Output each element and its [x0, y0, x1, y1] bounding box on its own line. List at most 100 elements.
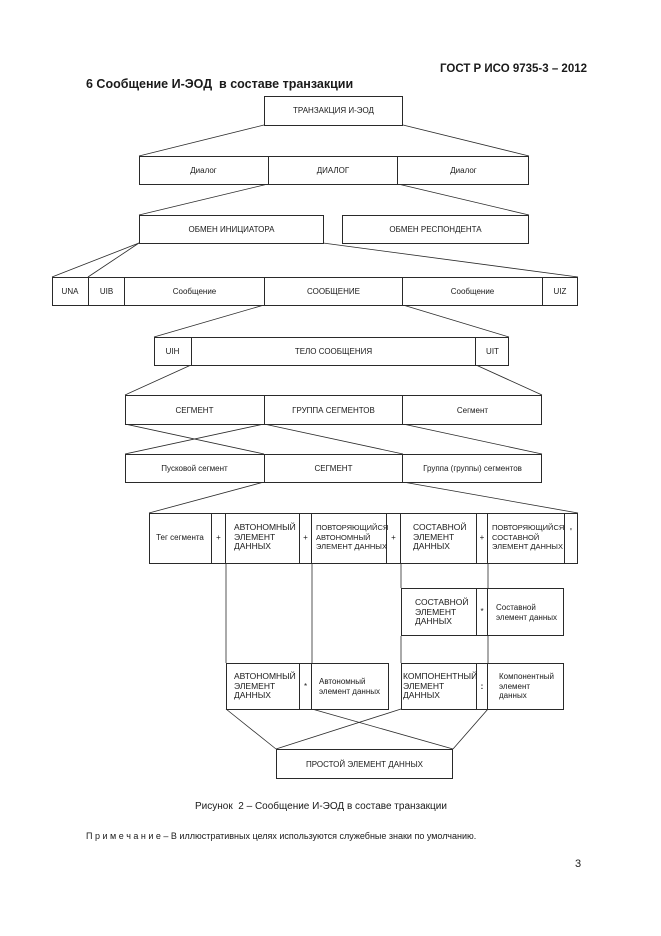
- segment-group-label: ГРУППА СЕГМЕНТОВ: [292, 406, 375, 415]
- repeating-auto-line-1: ПОВТОРЯЮЩИЙСЯ: [316, 523, 389, 532]
- auto-small-line-1: Автономный: [319, 677, 366, 686]
- auto-element-2-label: АВТОНОМНЫЙ ЭЛЕМЕНТ ДАННЫХ: [234, 671, 296, 701]
- auto-element-2-line-2: ЭЛЕМЕНТ: [234, 680, 276, 691]
- start-segment-label: Пусковой сегмент: [161, 464, 228, 473]
- composite-element-2-line-3: ДАННЫХ: [415, 616, 452, 626]
- repeating-composite-line-1: ПОВТОРЯЮЩИЙСЯ: [492, 523, 565, 532]
- auto-element-label: АВТОНОМНЫЙ ЭЛЕМЕНТ ДАННЫХ: [234, 522, 296, 552]
- auto-small-label: Автономный элемент данных: [319, 677, 380, 696]
- colon-sign: :: [480, 682, 484, 691]
- component-element-line-3: ДАННЫХ: [403, 690, 440, 700]
- segment-main-label: СЕГМЕНТ: [314, 464, 353, 473]
- standard-number: ГОСТ Р ИСО 9735-3 – 2012: [440, 63, 588, 75]
- component-element-line-2: ЭЛЕМЕНТ: [403, 680, 445, 691]
- section-title: 6 Сообщение И-ЭОД в составе транзакции: [86, 77, 354, 91]
- composite-element-line-1: СОСТАВНОЙ: [413, 522, 467, 532]
- elements-row: [149, 513, 578, 564]
- el-divider-2: [299, 513, 312, 564]
- plus-sign-3: +: [391, 533, 396, 542]
- auto-element-line-2: ЭЛЕМЕНТ: [234, 531, 276, 542]
- component-small-line-1: Компонентный: [499, 672, 554, 681]
- el-divider-4: [476, 513, 488, 564]
- simple-element-box: ПРОСТОЙ ЭЛЕМЕНТ ДАННЫХ: [276, 749, 453, 779]
- uih-label: UIH: [165, 347, 180, 356]
- composite-element-2-line-2: ЭЛЕМЕНТ: [415, 606, 457, 617]
- star-sign-1: *: [480, 607, 484, 616]
- uiz-divider: [542, 277, 578, 306]
- composite-small-line-1: Составной: [496, 603, 536, 612]
- repeating-auto-line-3: ЭЛЕМЕНТ ДАННЫХ: [316, 542, 387, 551]
- exchange-initiator-box: ОБМЕН ИНИЦИАТОРА: [139, 215, 324, 244]
- message-body-label: ТЕЛО СООБЩЕНИЯ: [294, 347, 373, 356]
- component-element-label: КОМПОНЕНТНЫЙ ЭЛЕМЕНТ ДАННЫХ: [403, 671, 478, 701]
- dialog-right-label: Диалог: [450, 166, 477, 175]
- segment-upper-label: СЕГМЕНТ: [175, 406, 214, 415]
- component-divider: [476, 663, 488, 710]
- segment-tag-label: Тег сегмента: [156, 533, 204, 542]
- dialog-main-box: [268, 156, 398, 185]
- message-row: [52, 277, 578, 306]
- message-body-box: [191, 337, 476, 366]
- auto-row: [226, 663, 389, 710]
- segment-main-box: [264, 454, 403, 483]
- simple-element-label: ПРОСТОЙ ЭЛЕМЕНТ ДАННЫХ: [305, 760, 424, 769]
- repeating-auto-line-2: АВТОНОМНЫЙ: [316, 532, 371, 542]
- auto-divider: [299, 663, 312, 710]
- uit-label: UIT: [486, 347, 499, 356]
- composite-element-label: СОСТАВНОЙ ЭЛЕМЕНТ ДАННЫХ: [413, 522, 467, 552]
- una-label: UNA: [61, 287, 79, 296]
- repeating-composite-label: ПОВТОРЯЮЩИЙСЯ СОСТАВНОЙ ЭЛЕМЕНТ ДАННЫХ: [492, 523, 564, 552]
- composite-element-2-line-1: СОСТАВНОЙ: [415, 597, 469, 607]
- el-divider-5: [564, 513, 578, 564]
- segment-group-box: [264, 395, 403, 425]
- exchange-respondent-box: ОБМЕН РЕСПОНДЕНТА: [342, 215, 529, 244]
- transaction-label: ТРАНЗАКЦИЯ И-ЭОД: [293, 106, 374, 115]
- composite-element-line-2: ЭЛЕМЕНТ: [413, 531, 455, 542]
- repeating-composite-line-3: ЭЛЕМЕНТ ДАННЫХ: [492, 542, 563, 551]
- note-text: – В иллюстративных целях используются сл…: [160, 831, 477, 841]
- uiz-label: UIZ: [553, 287, 567, 296]
- repeating-auto-label: ПОВТОРЯЮЩИЙСЯ АВТОНОМНЫЙ ЭЛЕМЕНТ ДАННЫХ: [316, 523, 388, 552]
- composite-small-line-2: элемент данных: [496, 612, 557, 622]
- auto-small-line-2: элемент данных: [319, 686, 380, 696]
- composite-element-2-label: СОСТАВНОЙ ЭЛЕМЕНТ ДАННЫХ: [415, 597, 469, 627]
- segment-lower-row: [125, 454, 542, 483]
- apostrophe-sign: ': [570, 527, 572, 538]
- page-number: 3: [575, 858, 582, 870]
- message-left-label: Сообщение: [172, 287, 217, 296]
- dialog-row: [139, 156, 529, 185]
- plus-sign-4: +: [479, 533, 485, 542]
- segment-upper-row: [125, 395, 542, 425]
- uib-divider: [88, 277, 125, 306]
- exchange-initiator-label: ОБМЕН ИНИЦИАТОРА: [188, 225, 275, 234]
- segment-right-label: Сегмент: [456, 406, 489, 415]
- el-divider-1: [211, 513, 226, 564]
- plus-sign-1: +: [216, 533, 221, 542]
- auto-element-line-1: АВТОНОМНЫЙ: [234, 522, 296, 532]
- composite-divider: [476, 588, 488, 636]
- message-main-box: [264, 277, 403, 306]
- component-small-label: Компонентный элемент данных: [499, 672, 554, 701]
- component-small-line-3: данных: [499, 691, 527, 700]
- composite-element-line-3: ДАННЫХ: [413, 541, 450, 551]
- composite-row: [401, 588, 564, 636]
- figure-caption: Рисунок 2 – Сообщение И-ЭОД в составе тр…: [195, 801, 447, 812]
- auto-element-2-line-1: АВТОНОМНЫЙ: [234, 671, 296, 681]
- star-sign-2: *: [303, 682, 308, 691]
- plus-sign-2: +: [303, 533, 308, 542]
- component-small-line-2: элемент: [499, 681, 531, 691]
- message-right-label: Сообщение: [450, 287, 495, 296]
- component-element-line-1: КОМПОНЕНТНЫЙ: [403, 671, 478, 681]
- composite-small-label: Составной элемент данных: [496, 603, 557, 622]
- component-row: [401, 663, 564, 710]
- message-main-label: СООБЩЕНИЕ: [307, 287, 360, 296]
- dialog-left-label: Диалог: [190, 166, 217, 175]
- dialog-main-label: ДИАЛОГ: [316, 166, 350, 175]
- repeating-composite-line-2: СОСТАВНОЙ: [492, 532, 540, 542]
- uib-label: UIB: [99, 287, 114, 296]
- transaction-box: ТРАНЗАКЦИЯ И-ЭОД: [264, 96, 403, 126]
- segment-groups-label: Группа (группы) сегментов: [423, 464, 522, 473]
- el-divider-3: [386, 513, 401, 564]
- note-label: П р и м е ч а н и е: [86, 831, 161, 841]
